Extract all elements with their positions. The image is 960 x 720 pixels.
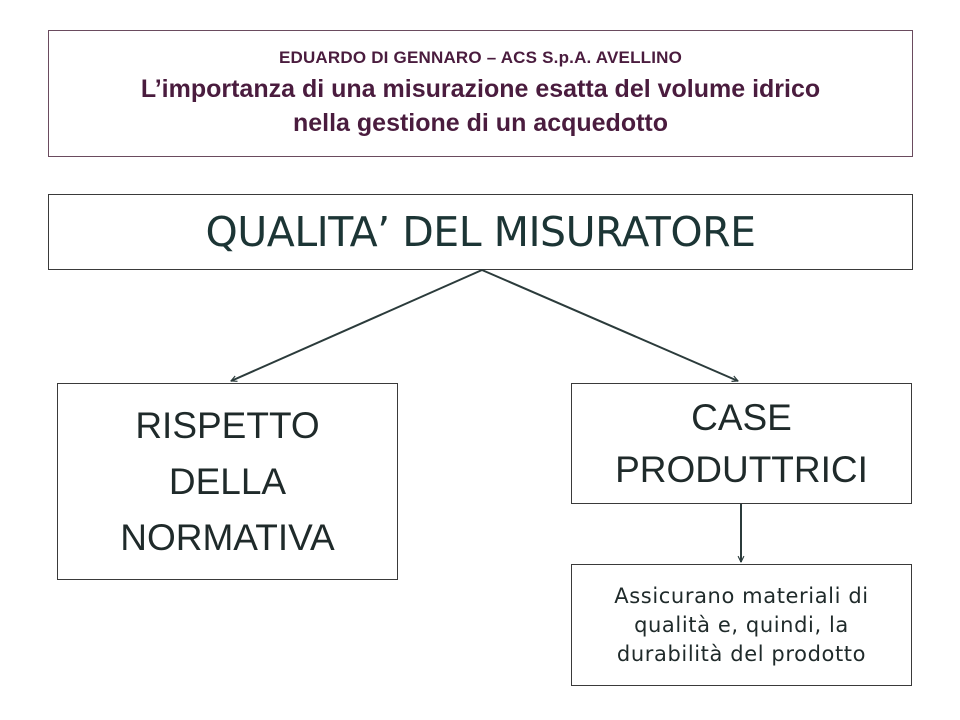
header-box: EDUARDO DI GENNARO – ACS S.p.A. AVELLINO… — [48, 30, 913, 157]
left-node-line-3: NORMATIVA — [120, 516, 335, 558]
root-node-label: QUALITA’ DEL MISURATORE — [205, 208, 757, 256]
arrow-root-to-left — [231, 269, 483, 382]
right-node: CASE PRODUTTRICI — [571, 383, 912, 504]
header-author: EDUARDO DI GENNARO – ACS S.p.A. AVELLINO — [278, 47, 683, 67]
right-child-line-3: durabilità del prodotto — [616, 641, 867, 666]
left-node-line-1: RISPETTO — [135, 404, 320, 446]
header-title-line-2: nella gestione di un acquedotto — [292, 108, 669, 137]
right-child-line-2: qualità e, quindi, la — [634, 612, 849, 637]
right-child-node: Assicurano materiali di qualità e, quind… — [571, 564, 912, 686]
right-node-line-1: CASE — [691, 396, 792, 438]
right-node-line-2: PRODUTTRICI — [615, 448, 868, 490]
left-node-line-2: DELLA — [168, 460, 287, 502]
right-child-line-1: Assicurano materiali di — [614, 583, 869, 608]
header-title-line-1: L’importanza di una misurazione esatta d… — [140, 74, 821, 103]
root-node: QUALITA’ DEL MISURATORE — [48, 194, 913, 270]
left-node: RISPETTO DELLA NORMATIVA — [57, 383, 398, 580]
arrow-root-to-right — [481, 269, 738, 381]
